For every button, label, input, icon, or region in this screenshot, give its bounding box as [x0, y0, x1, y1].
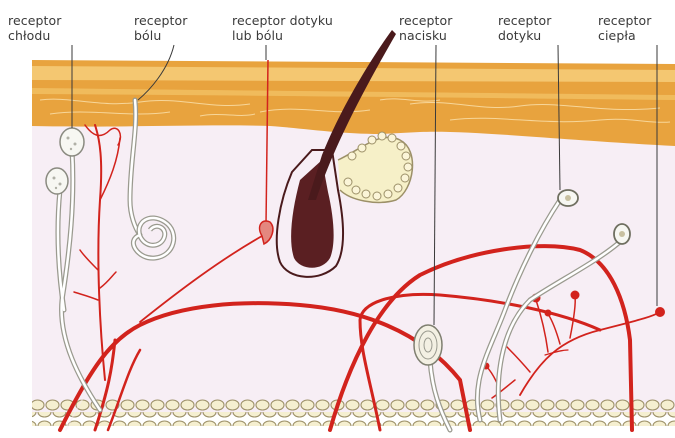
cold-receptor-label: receptor chłodu: [8, 13, 62, 43]
pressure-receptor: [414, 325, 442, 365]
pressure-receptor-label: receptor nacisku: [399, 13, 453, 43]
touch-or-pain-receptor-label: receptor dotyku lub bólu: [232, 13, 333, 43]
touch-receptor-label: receptor dotyku: [498, 13, 552, 43]
heat-receptor-label: receptor ciepła: [598, 13, 652, 43]
pain-receptor-label: receptor bólu: [134, 13, 188, 43]
fat-cell-layer: [32, 398, 675, 426]
